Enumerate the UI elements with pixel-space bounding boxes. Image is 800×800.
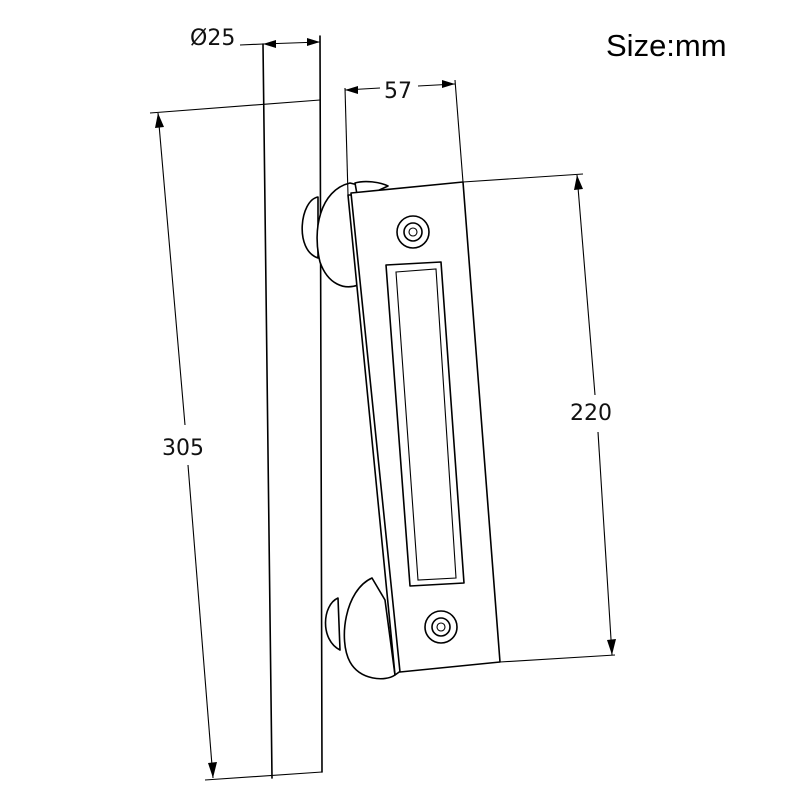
dim-plate-width: 57 (344, 79, 464, 196)
dim-bar-length: 305 (149, 99, 323, 781)
dim-bar-diameter: Ø25 (190, 26, 321, 51)
screw-bottom (424, 610, 458, 644)
dim-plate-width-text: 57 (384, 79, 412, 104)
handle-bar (262, 35, 323, 779)
screw-top (396, 215, 430, 249)
dim-plate-height: 220 (462, 173, 616, 663)
dim-plate-height-text: 220 (570, 401, 612, 426)
recess-slot (385, 261, 465, 587)
unit-label: Size:mm (606, 28, 727, 63)
standoff-bottom (324, 577, 396, 680)
dim-bar-diameter-text: Ø25 (190, 26, 235, 51)
dim-bar-length-text: 305 (162, 436, 204, 461)
standoff-top (301, 180, 389, 288)
